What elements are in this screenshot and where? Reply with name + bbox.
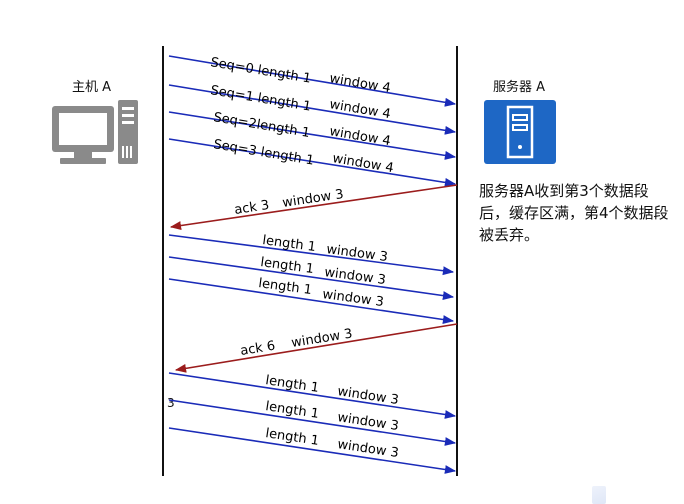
message-ack6: ack 6 window 3 bbox=[174, 323, 458, 373]
desktop-computer-icon bbox=[52, 100, 138, 164]
message-label: Seq=0 length 1 bbox=[209, 55, 312, 87]
message-label: Seq=1 length 1 bbox=[209, 83, 312, 115]
message-window: window 4 bbox=[328, 124, 391, 149]
message-label: length 1 bbox=[261, 233, 316, 255]
stray-mark: 3 bbox=[167, 396, 175, 410]
message-window: window 3 bbox=[336, 384, 399, 408]
message-window: window 4 bbox=[328, 97, 391, 122]
message-ack3: ack 3 window 3 bbox=[169, 184, 458, 230]
message-length-9: length 1 window 3 bbox=[168, 372, 457, 419]
message-label: ack 3 bbox=[233, 198, 270, 218]
message-seq3: Seq=3 length 1 window 4 bbox=[168, 137, 457, 187]
message-window: window 3 bbox=[325, 242, 388, 265]
message-label: ack 6 bbox=[239, 339, 276, 359]
message-label: length 1 bbox=[264, 373, 319, 396]
message-label: Seq=3 length 1 bbox=[212, 137, 315, 169]
message-window: window 3 bbox=[281, 187, 344, 211]
message-length-10: length 1 window 3 bbox=[168, 399, 457, 446]
message-label: Seq=2length 1 bbox=[212, 110, 311, 141]
message-label: length 1 bbox=[264, 426, 319, 449]
message-window: window 4 bbox=[328, 71, 391, 96]
server-icon bbox=[484, 100, 556, 164]
message-label: length 1 bbox=[257, 276, 312, 298]
message-window: window 4 bbox=[331, 151, 394, 176]
host-label: 主机 A bbox=[72, 80, 112, 95]
server-label: 服务器 A bbox=[493, 80, 546, 95]
buffer-full-note: 服务器A收到第3个数据段后，缓存区满，第4个数据段被丢弃。 bbox=[479, 182, 669, 244]
message-label: length 1 bbox=[259, 255, 314, 277]
message-length-11: length 1 window 3 bbox=[168, 426, 457, 474]
message-window: window 3 bbox=[323, 265, 386, 288]
corner-decoration bbox=[592, 486, 606, 504]
message-length-7: length 1 window 3 bbox=[168, 276, 455, 324]
message-window: window 3 bbox=[290, 326, 353, 350]
